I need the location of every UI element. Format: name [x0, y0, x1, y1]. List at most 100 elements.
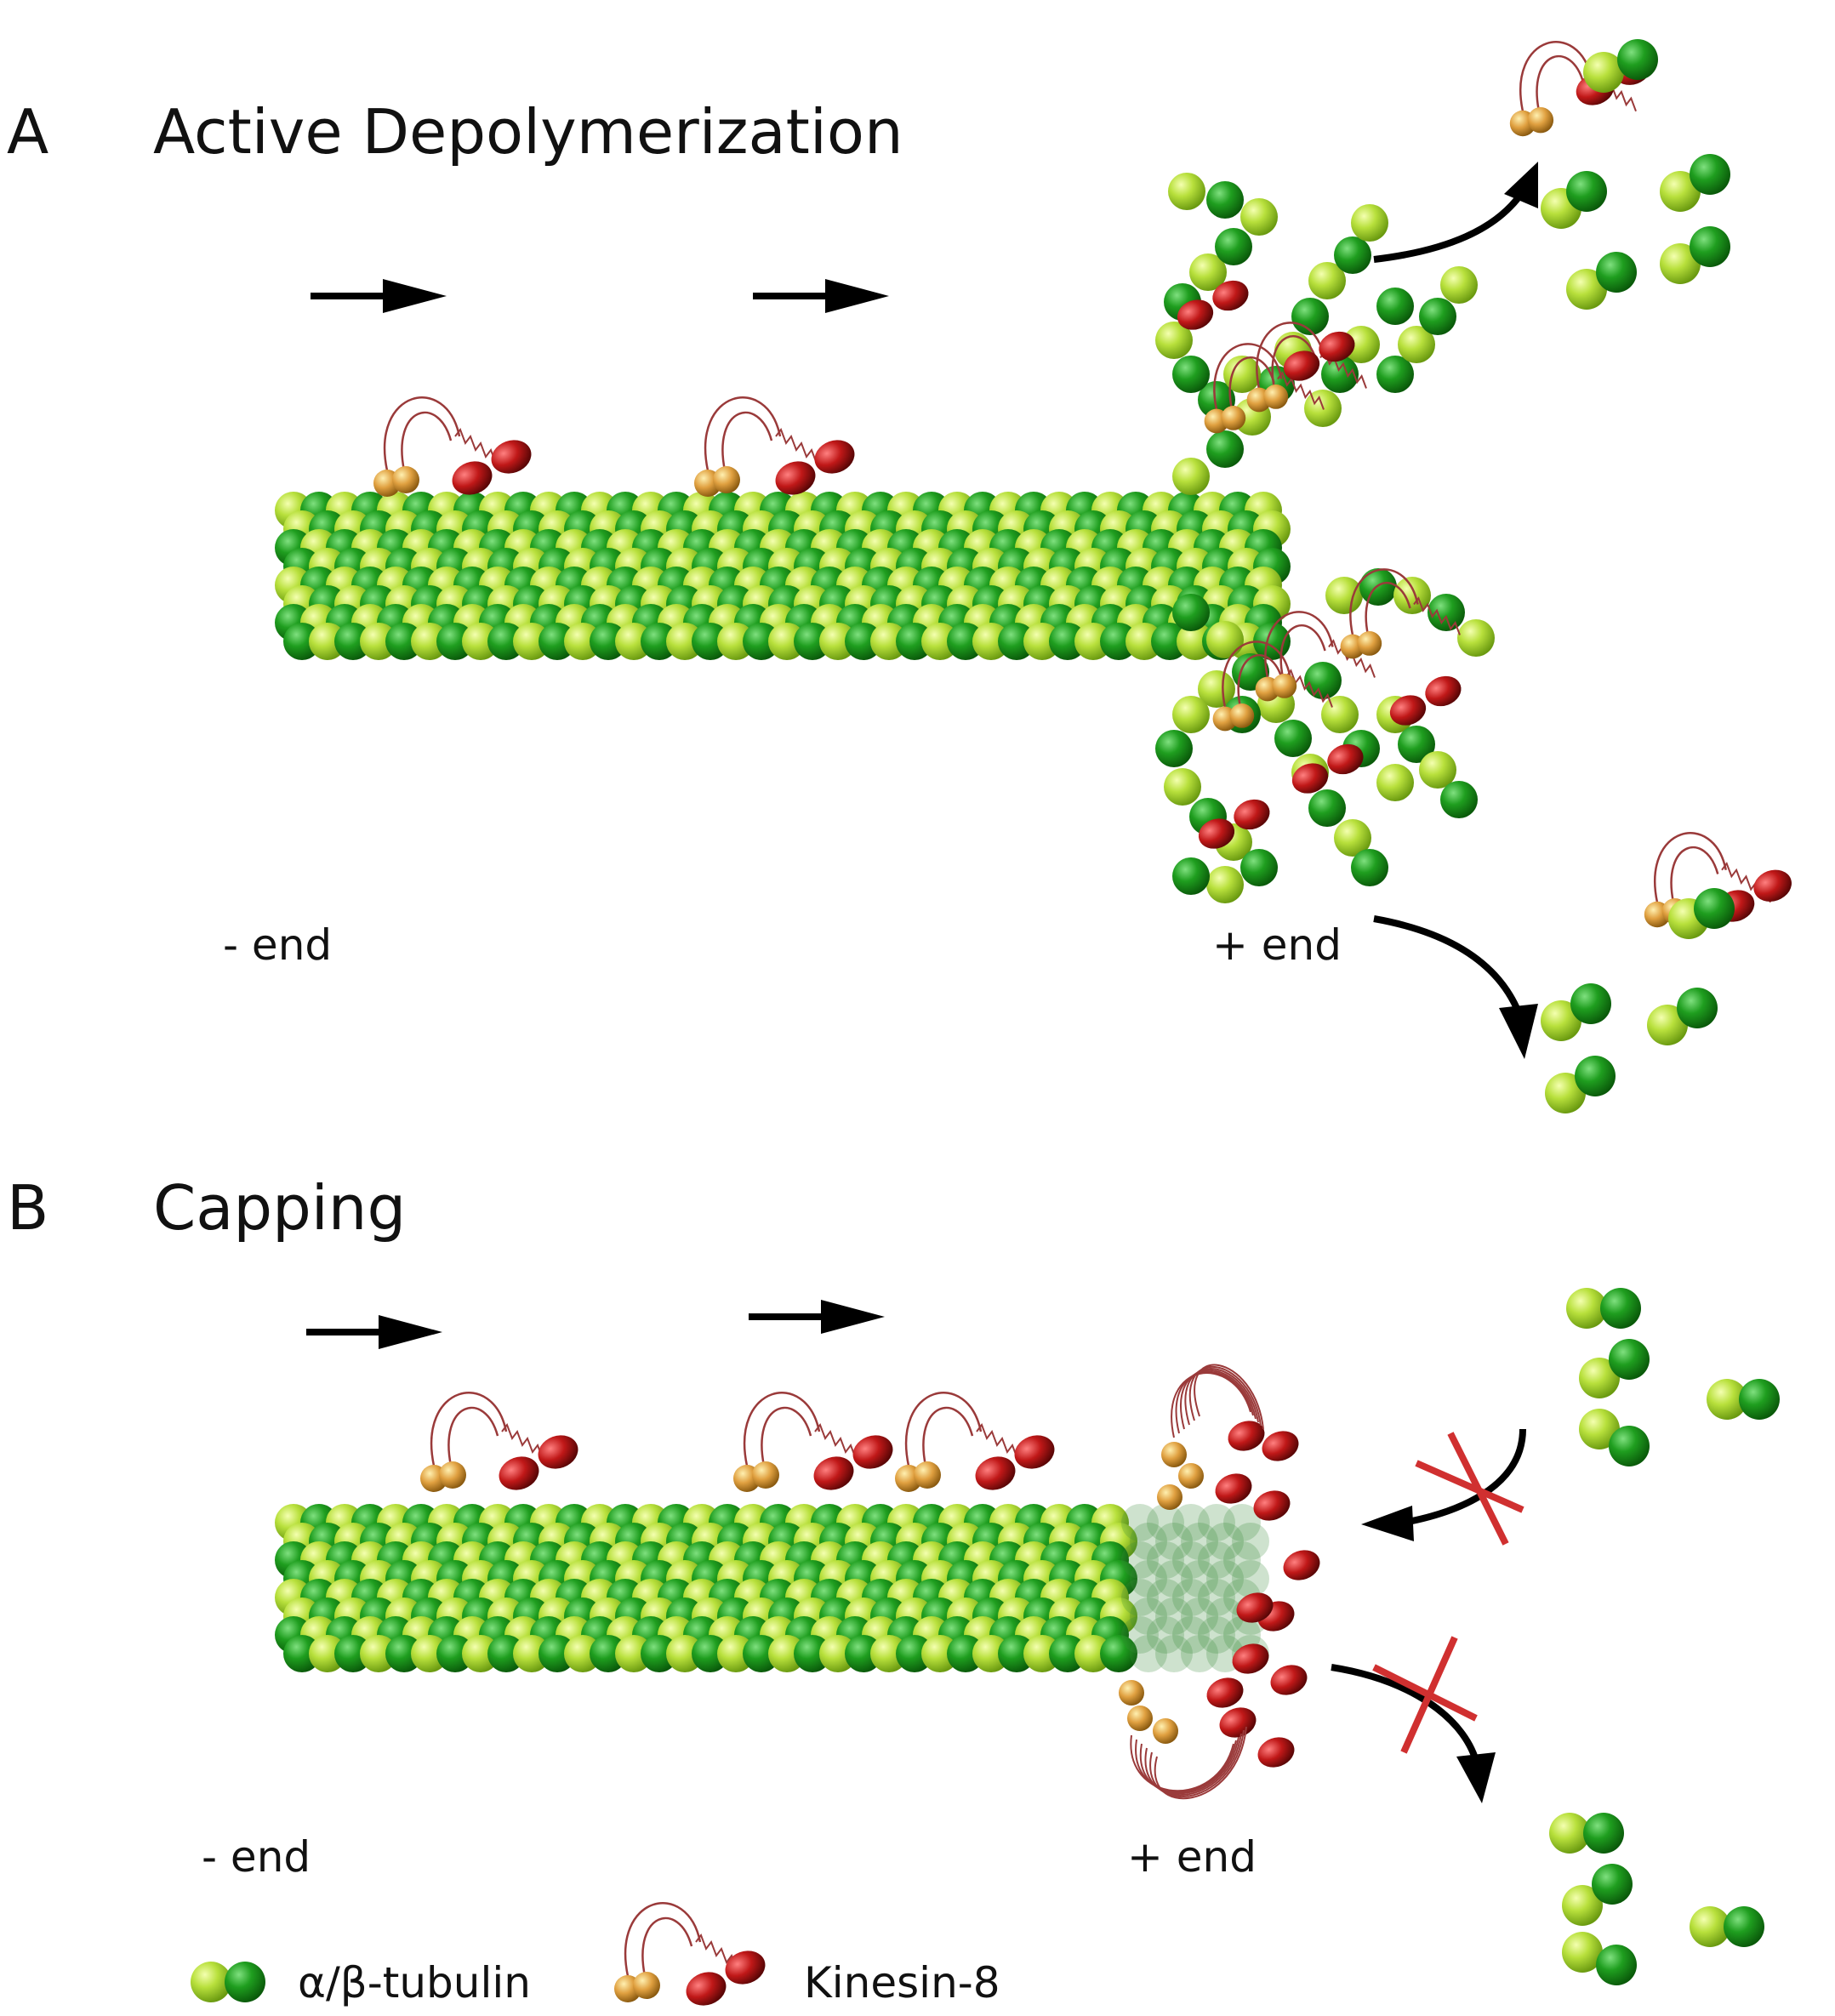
- kinesin-motor-head: [1753, 869, 1792, 902]
- capped-lattice-subunit: [1155, 1597, 1193, 1635]
- kinesin-motor-head: [1257, 1737, 1295, 1768]
- panel-a-motion-arrow-2: [753, 279, 889, 313]
- capped-lattice-subunit: [1172, 1541, 1210, 1579]
- panel-a-frayed-protofilaments: [1155, 173, 1495, 903]
- panel-b-letter: B: [7, 1172, 48, 1244]
- kinesin-motor-head: [1219, 1707, 1257, 1738]
- tubulin-dimer: [1541, 983, 1611, 1041]
- alpha-tubulin-subunit: [1398, 326, 1435, 363]
- kinesin-motor-head: [1198, 818, 1235, 849]
- capped-lattice-subunit: [1147, 1504, 1184, 1541]
- kinesin-motor-head: [725, 1951, 766, 1985]
- alpha-tubulin-subunit: [1579, 1409, 1620, 1449]
- capped-lattice-subunit: [1198, 1541, 1235, 1579]
- beta-tubulin-subunit: [1596, 252, 1637, 293]
- panel-a-release-arrow-top: [1373, 162, 1538, 263]
- kinesin-8-motors: [373, 41, 1792, 1492]
- kinesin-motor-head: [1270, 1665, 1308, 1695]
- beta-tubulin-subunit: [1376, 356, 1414, 393]
- tubulin-dimer: [1707, 1379, 1780, 1420]
- alpha-tubulin-subunit: [1308, 262, 1346, 299]
- capped-lattice-subunit: [1121, 1541, 1159, 1579]
- beta-tubulin-subunit: [1321, 356, 1359, 393]
- capped-lattice-subunit: [1206, 1597, 1244, 1635]
- kinesin-tether: [1228, 356, 1275, 410]
- kinesin-tail-domain: [1119, 1680, 1144, 1706]
- kinesin-tether: [1365, 582, 1411, 635]
- kinesin-motor-head: [1212, 280, 1249, 311]
- tubulin-dimer: [1583, 39, 1658, 93]
- alpha-tubulin-subunit: [1562, 1885, 1603, 1926]
- panel-a-motion-arrow-1: [311, 279, 447, 313]
- beta-tubulin-subunit: [1592, 1864, 1633, 1905]
- kinesin-tether: [1264, 611, 1334, 678]
- kinesin-tail-domain: [713, 466, 740, 493]
- kinesin-8-motor: [1255, 611, 1376, 794]
- beta-tubulin-subunit: [1419, 298, 1456, 335]
- tubulin-dimer: [1549, 1813, 1624, 1854]
- beta-tubulin-subunit: [1172, 857, 1210, 895]
- kinesin-tether: [743, 1392, 821, 1466]
- kinesin-tether: [1154, 1726, 1247, 1800]
- capped-lattice-subunit: [1155, 1560, 1193, 1597]
- tubulin-dimer: [1668, 888, 1735, 939]
- tubulin-dimer: [1562, 1932, 1637, 1985]
- beta-tubulin-subunit: [1304, 662, 1342, 699]
- panel-b-minus-end-label: - end: [202, 1832, 311, 1882]
- kinesin-motor-head: [491, 440, 532, 474]
- beta-tubulin-subunit: [1739, 1379, 1780, 1420]
- kinesin-motor-head: [1389, 695, 1427, 726]
- legend-alpha-tubulin: [191, 1962, 231, 2002]
- alpha-tubulin-subunit: [1351, 204, 1388, 242]
- alpha-tubulin-subunit: [1155, 322, 1193, 359]
- beta-tubulin-subunit: [1155, 730, 1193, 767]
- kinesin-motor-head: [1262, 1431, 1299, 1461]
- kinesin-motor-head: [1283, 350, 1320, 381]
- capped-lattice-subunit: [1232, 1523, 1269, 1560]
- kinesin-tether: [1222, 641, 1291, 708]
- beta-tubulin-subunit: [1596, 1945, 1637, 1985]
- alpha-tubulin-subunit: [1647, 1005, 1688, 1045]
- kinesin-8-motor: [1246, 322, 1367, 413]
- kinesin-tether: [1184, 1368, 1259, 1426]
- tubulin-dimer: [1660, 154, 1730, 212]
- tubulin-dimer: [1562, 1864, 1633, 1926]
- kinesin-tether: [1149, 1729, 1245, 1798]
- alpha-tubulin-subunit: [1541, 1000, 1581, 1041]
- alpha-tubulin-subunit: [1579, 1358, 1620, 1398]
- kinesin-tether: [904, 1392, 983, 1466]
- capped-lattice-subunit: [1147, 1616, 1184, 1654]
- capped-lattice-subunit: [1206, 1523, 1244, 1560]
- legend: [191, 1902, 766, 2006]
- alpha-tubulin-subunit: [1198, 670, 1235, 708]
- kinesin-motor-head: [1283, 1550, 1320, 1580]
- kinesin-tether: [1180, 1369, 1257, 1430]
- kinesin-motor-head: [1253, 1490, 1291, 1521]
- kinesin-motor-head: [975, 1456, 1016, 1490]
- kinesin-tail-domain: [1161, 1442, 1187, 1467]
- kinesin-tail-domain: [1178, 1463, 1204, 1489]
- alpha-tubulin-subunit: [1206, 621, 1244, 658]
- capped-lattice-subunit: [1181, 1635, 1218, 1672]
- kinesin-tail-domain: [1221, 406, 1246, 430]
- beta-tubulin-subunit: [1570, 983, 1611, 1024]
- kinesin-motor-head: [1206, 1677, 1244, 1708]
- kinesin-motor-head: [1215, 1473, 1252, 1504]
- legend-tubulin-label: α/β-tubulin: [298, 1958, 531, 2007]
- beta-tubulin-subunit: [1308, 789, 1346, 827]
- alpha-tubulin-subunit: [1549, 1813, 1590, 1854]
- beta-tubulin-subunit: [1100, 1635, 1137, 1672]
- capped-lattice-subunit: [1130, 1560, 1167, 1597]
- capped-lattice-subunit: [1147, 1579, 1184, 1616]
- beta-tubulin-subunit: [1172, 356, 1210, 393]
- beta-tubulin-subunit: [1617, 39, 1658, 80]
- kinesin-motor-head: [1234, 799, 1270, 830]
- beta-tubulin-subunit: [1334, 236, 1371, 274]
- panel-a-minus-end-label: - end: [223, 920, 332, 970]
- beta-tubulin-subunit: [1690, 226, 1730, 267]
- tubulin-dimer: [1541, 171, 1607, 229]
- panel-b-blocked-arrow-bottom: [1331, 1636, 1496, 1803]
- tubulin-dimer: [1647, 988, 1718, 1045]
- capped-lattice-subunit: [1198, 1616, 1235, 1654]
- panel-a-letter: A: [7, 96, 48, 168]
